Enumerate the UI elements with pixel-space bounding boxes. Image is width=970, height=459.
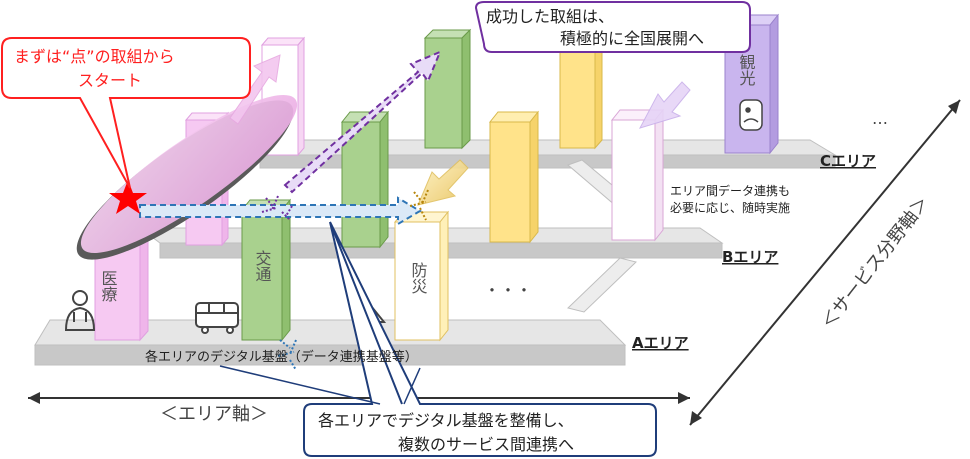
pillar-c-green <box>423 28 472 150</box>
ellipsis-middle: ・・・ <box>484 281 532 300</box>
service-axis-label: ＜サービス分野軸＞ <box>817 192 933 333</box>
pillar-medical-label: 医療 <box>99 270 118 302</box>
platform-label: 各エリアのデジタル基盤（データ連携基盤等） <box>145 349 418 365</box>
start-star <box>109 180 147 214</box>
area-b-label: Bエリア <box>722 248 778 266</box>
callout-bottom-line2: 複数のサービス間連携へ <box>398 435 574 454</box>
purple-expansion-arrow <box>283 50 442 194</box>
area-a-label: Aエリア <box>632 334 689 352</box>
pillar-transport-label: 交通 <box>253 250 272 282</box>
purple-down-arrow <box>638 81 691 129</box>
pillar-b-white <box>610 108 665 242</box>
blue-link-arrow <box>139 196 422 226</box>
callout-success-line2: 積極的に全国展開へ <box>560 29 704 48</box>
callout-bottom-line1: 各エリアでデジタル基盤を整備し、 <box>318 411 574 430</box>
ellipsis-top-right: … <box>872 109 888 128</box>
bus-icon <box>195 302 239 334</box>
callout-success-line1: 成功した取組は、 <box>486 7 614 26</box>
sparkles <box>261 189 429 371</box>
area-axis-label: ＜エリア軸＞ <box>160 404 268 425</box>
callout-success <box>474 0 751 53</box>
service-axis <box>689 99 961 426</box>
callout-start <box>1 37 251 189</box>
yellow-burst-arrow <box>417 159 469 206</box>
sightseeing-icon <box>739 99 763 131</box>
pillar-disaster-label: 防災 <box>409 262 428 294</box>
note-line2: 必要に応じ、随時実施 <box>670 200 790 215</box>
starting-oval <box>76 94 298 260</box>
callout-start-line1: まずは“点”の取組から <box>14 47 175 66</box>
slab-connector-ab <box>567 257 637 313</box>
pink-arrow <box>229 54 281 125</box>
callout-bottom <box>219 221 657 457</box>
area-c-label: Cエリア <box>820 152 876 170</box>
pillar-tourism-label: 観光 <box>737 54 756 87</box>
note-line1: エリア間データ連携も <box>670 183 790 198</box>
doctor-icon <box>64 290 96 331</box>
area-axis <box>28 392 690 404</box>
callout-start-line2: スタート <box>78 71 142 90</box>
pillar-a-disaster <box>393 210 450 342</box>
pillar-b-yellow <box>488 110 540 244</box>
